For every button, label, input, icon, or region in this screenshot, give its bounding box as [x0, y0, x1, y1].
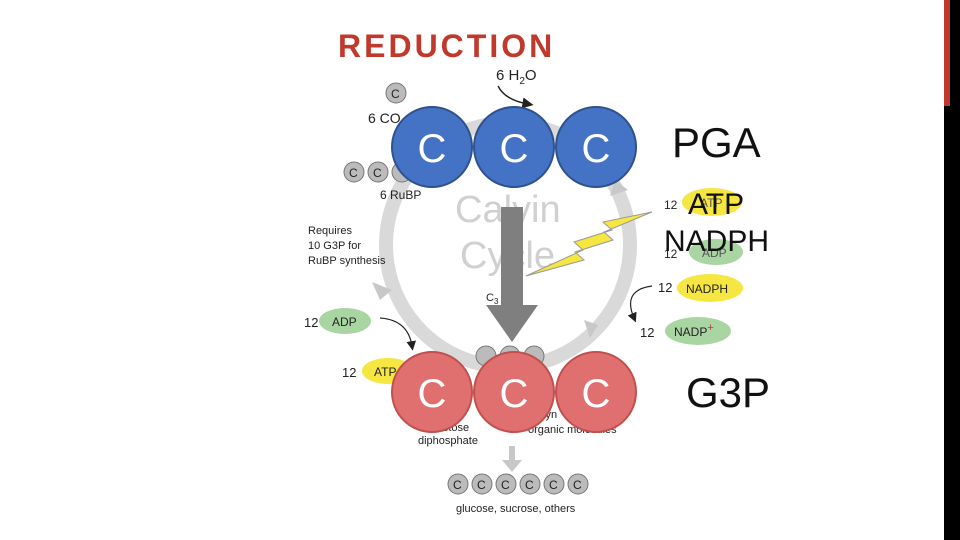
pga-carbon-circle — [391, 106, 473, 188]
water-label: 6 H2O — [496, 67, 537, 87]
reduction-arrow-shaft — [501, 207, 523, 307]
nadph-arrow — [627, 285, 653, 323]
atp-count: 12 — [342, 365, 356, 380]
carbon-atom-label: C — [549, 478, 558, 492]
adp-label: ADP — [702, 246, 727, 260]
atp-count: 12 — [664, 198, 678, 212]
slide-title: REDUCTION — [338, 28, 556, 64]
glucose-arrowhead — [502, 460, 522, 472]
glucose-chain — [447, 473, 589, 495]
g3p-carbon-circle — [391, 351, 473, 433]
glucose-text: glucose, sucrose, others — [456, 503, 576, 515]
g3p-carbon-letter: C — [582, 372, 611, 416]
requires-text: RuBP synthesis — [308, 255, 386, 267]
carbon-atom-label: C — [573, 478, 582, 492]
atp-label: ATP — [700, 196, 722, 210]
reduction-arrow-head — [486, 305, 538, 342]
g3p-carbon-letter: C — [500, 372, 529, 416]
adp-count: 12 — [304, 315, 318, 330]
right-edge-bar — [944, 0, 960, 540]
fructose-text: diphosphate — [418, 435, 478, 447]
carbon-atom-label: C — [391, 87, 400, 101]
adp-count: 12 — [664, 247, 678, 261]
nadph-label: NADPH — [686, 282, 728, 296]
pga-carbon-letter: C — [500, 127, 529, 171]
carbon-atom-label: C — [453, 478, 462, 492]
nadp-pill — [665, 317, 731, 345]
carbon-atom-label: C — [477, 478, 486, 492]
pga-label: PGA — [672, 119, 761, 166]
carbon-atom-label: C — [525, 478, 534, 492]
c3-label: C3 — [486, 292, 499, 306]
pga-carbon-circle — [473, 106, 555, 188]
nadp-label: NADP+ — [674, 322, 714, 339]
g3p-carbon-letter: C — [418, 372, 447, 416]
energy-atp-label: ATP — [688, 188, 744, 221]
atp-pill-right — [682, 188, 742, 216]
water-arrow — [497, 85, 534, 109]
right-edge-accent — [944, 0, 950, 106]
pga-carbon-circle — [555, 106, 637, 188]
nadp-count: 12 — [640, 325, 654, 340]
requires-text: Requires — [308, 225, 353, 237]
nadph-count: 12 — [658, 280, 672, 295]
nadph-pill — [677, 274, 743, 302]
atp-label: ATP — [374, 365, 396, 379]
pga-carbon-letter: C — [418, 127, 447, 171]
g3p-label: G3P — [686, 369, 770, 416]
energy-bolt-icon — [525, 211, 653, 277]
g3p-carbon-circle — [473, 351, 555, 433]
g3p-carbons — [391, 351, 637, 433]
requires-text: 10 G3P for — [308, 240, 361, 252]
adp-pill-left — [319, 308, 371, 334]
carbon-atom-label: C — [373, 166, 382, 180]
carbon-atom — [385, 82, 407, 104]
cycle-arrowhead — [610, 180, 628, 196]
carbon-atom-label: C — [349, 166, 358, 180]
pga-carbon-letter: C — [582, 127, 611, 171]
adp-pill-right — [689, 239, 743, 265]
rubp-label: 6 RuBP — [380, 188, 421, 202]
adp-arrow — [379, 317, 417, 351]
energy-nadph-label: NADPH — [664, 225, 769, 258]
cycle-arrowhead — [584, 320, 598, 338]
pga-carbons — [391, 106, 637, 188]
carbon-atom-label: C — [501, 478, 510, 492]
cycle-arrowhead — [372, 282, 392, 300]
adp-label: ADP — [332, 315, 357, 329]
g3p-carbon-circle — [555, 351, 637, 433]
